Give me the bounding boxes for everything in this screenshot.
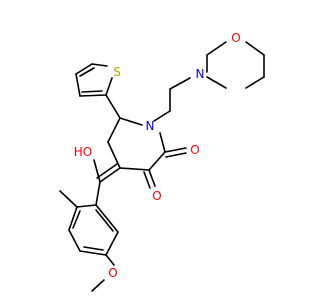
bond — [83, 246, 104, 251]
bond — [95, 181, 101, 206]
bond — [81, 90, 103, 93]
bond — [105, 77, 113, 96]
bond — [95, 209, 114, 232]
molecule-structure-diagram: O N S N HO O O O — [59, 31, 265, 292]
bond — [79, 67, 95, 77]
bond — [245, 41, 265, 56]
bond — [148, 169, 156, 187]
bond — [68, 206, 78, 231]
bond — [153, 110, 171, 122]
bond — [169, 77, 191, 90]
bond — [79, 250, 107, 256]
bond — [105, 94, 121, 119]
bond — [148, 151, 166, 171]
bond — [159, 132, 166, 153]
atom-label-layer: O N S N HO O O O — [74, 31, 241, 280]
bond — [91, 63, 108, 67]
bond — [165, 152, 187, 158]
bond — [99, 167, 121, 183]
bond — [105, 254, 115, 266]
bond — [206, 41, 227, 56]
bond — [75, 73, 81, 97]
bond — [75, 63, 93, 75]
bond — [76, 204, 97, 208]
bond-layer — [59, 41, 265, 292]
atom-thiophene-sulfur: S — [113, 65, 121, 79]
atom-pyrrolidine-nitrogen: N — [146, 119, 155, 133]
bond — [79, 94, 107, 97]
bond — [206, 76, 227, 89]
atom-ketone-oxygen-right: O — [190, 143, 199, 157]
bond — [107, 117, 121, 143]
atom-morpholine-oxygen: O — [231, 31, 240, 45]
atom-morpholine-nitrogen: N — [196, 67, 205, 81]
bond — [164, 147, 187, 153]
bond — [72, 210, 81, 229]
bond — [68, 229, 81, 252]
atom-hydroxy-oxygen: HO — [74, 145, 92, 159]
bond — [93, 159, 101, 183]
bond — [143, 171, 151, 189]
bond — [107, 141, 121, 169]
bond — [59, 190, 78, 208]
bond — [105, 231, 119, 256]
bond — [96, 163, 118, 179]
bond — [91, 279, 105, 292]
bond — [95, 204, 119, 233]
atom-methoxy-oxygen: O — [108, 266, 117, 280]
atom-ketone-oxygen-lower: O — [152, 189, 161, 203]
bond — [119, 117, 143, 126]
bond — [245, 76, 265, 89]
bond — [119, 167, 150, 171]
